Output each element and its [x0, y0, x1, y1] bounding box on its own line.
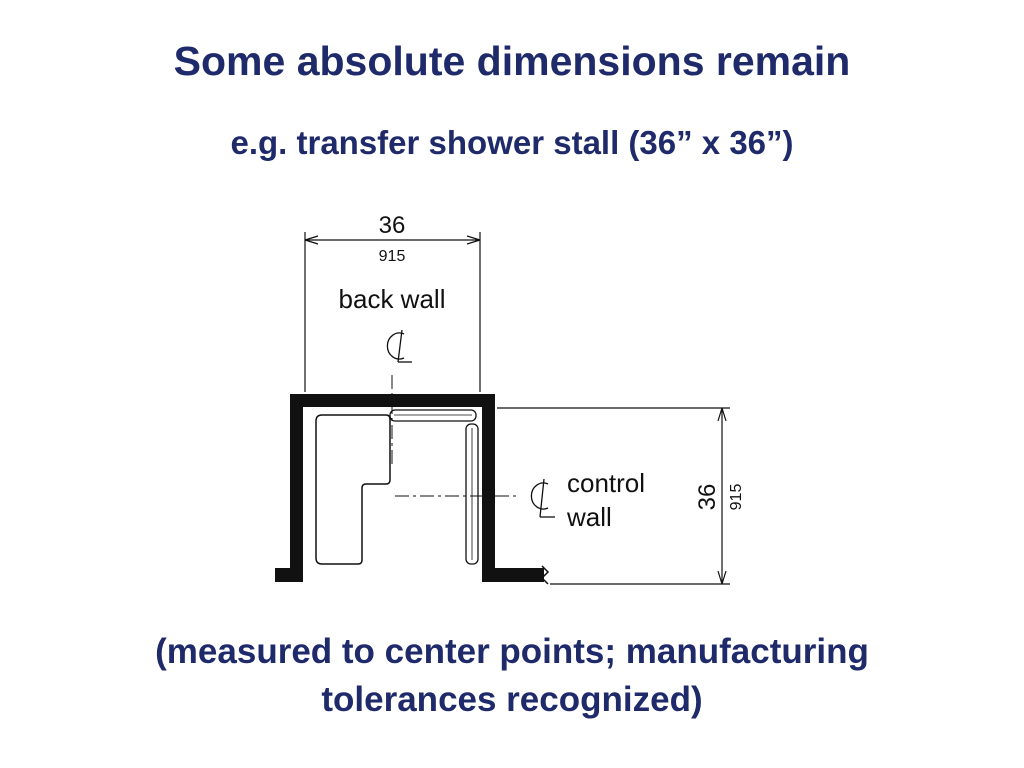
control-wall	[482, 394, 495, 570]
right-floor-stub	[482, 568, 544, 582]
side-grab-bar	[465, 423, 479, 565]
back-wall	[290, 394, 495, 407]
back-wall-centerline-icon	[386, 329, 412, 363]
depth-dimension	[497, 407, 730, 585]
depth-dim-inches: 36	[694, 484, 721, 511]
slide-title: Some absolute dimensions remain	[173, 38, 851, 84]
slide-note-line-2: tolerances recognized)	[321, 680, 703, 719]
grab-bars	[389, 409, 479, 565]
width-arrow-left	[304, 235, 319, 245]
slide-note-line-1: (measured to center points; manufacturin…	[155, 632, 869, 671]
width-dim-inches: 36	[379, 212, 406, 239]
depth-arrow-top	[717, 407, 727, 422]
shower-seat	[315, 414, 391, 565]
width-dimension	[304, 232, 481, 392]
left-wall	[290, 394, 303, 570]
slide-note: (measured to center points; manufacturin…	[0, 628, 1024, 724]
control-wall-centerline-icon	[530, 478, 555, 518]
slide-subtitle: e.g. transfer shower stall (36” x 36”)	[230, 124, 794, 161]
control-wall-label-1: control	[567, 468, 645, 498]
width-arrow-right	[466, 235, 481, 245]
back-wall-label: back wall	[339, 284, 446, 314]
depth-dim-mm: 915	[728, 484, 745, 511]
depth-arrow-bottom	[717, 570, 727, 585]
stall-walls	[275, 394, 544, 582]
back-grab-bar	[389, 409, 477, 422]
control-wall-label-2: wall	[566, 502, 612, 532]
left-floor-stub	[275, 568, 303, 582]
width-dim-mm: 915	[379, 248, 406, 265]
break-line	[540, 565, 550, 585]
